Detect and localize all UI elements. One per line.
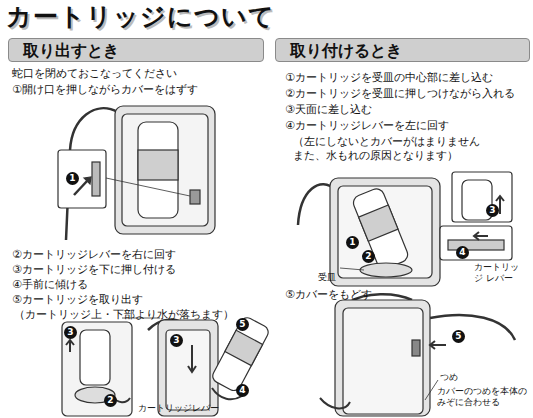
- leader-line: [425, 380, 438, 400]
- unit-panel: [338, 186, 432, 278]
- callout-number: 1: [346, 236, 359, 249]
- step-text: ①カートリッジを受皿の中心部に差し込む: [285, 71, 493, 85]
- unit-panel: [166, 330, 210, 410]
- note-text: カートリッジ レバー: [474, 262, 526, 284]
- unit-body: [330, 178, 440, 286]
- inset-frame: [62, 322, 132, 416]
- section-band: 取り付けるとき: [275, 38, 530, 62]
- cartridge-label: [138, 150, 178, 180]
- step-text: ⑤カバーをもどす: [285, 288, 372, 302]
- cartridge: [80, 330, 110, 385]
- cartridge-label: [359, 205, 398, 241]
- part-name: つめ: [440, 372, 458, 383]
- step-text: ④手前に傾ける: [12, 278, 88, 292]
- step-text: ③天面に差し込む: [285, 103, 372, 117]
- arrow: [320, 398, 350, 408]
- callout-number: 3: [170, 334, 183, 347]
- inset-frame: [452, 172, 512, 222]
- inset-frame: [58, 150, 106, 208]
- arrow: [66, 340, 74, 352]
- callout-number: 3: [486, 204, 499, 217]
- note-text: カバーのつめを本体のみぞに合わせる: [437, 386, 532, 408]
- step-text: ①開け口を押しながらカバーをはずす: [12, 83, 198, 97]
- callout-number: 2: [362, 250, 375, 263]
- callout-number: 3: [64, 326, 77, 339]
- unit-body: [335, 300, 430, 416]
- tray: [360, 263, 412, 277]
- cartridge: [138, 122, 178, 218]
- cover-latch: [190, 190, 200, 204]
- arrow-head: [84, 177, 91, 184]
- callout-number: 4: [236, 384, 249, 397]
- callout-number: 4: [456, 246, 469, 259]
- section-band: 取り出すとき: [8, 38, 264, 62]
- section-heading: 取り付けるとき: [290, 41, 402, 60]
- step-text: ④カートリッジレバーを左に回す: [285, 119, 449, 133]
- step-text: ⑤カートリッジを取り出す: [12, 293, 143, 307]
- arrow: [474, 232, 488, 240]
- hose: [430, 315, 515, 340]
- step-text: ③カートリッジを下に押し付ける: [12, 263, 176, 277]
- part-name: カートリッジレバー: [138, 403, 219, 414]
- open-button: [92, 162, 100, 196]
- cover-latch: [412, 340, 420, 356]
- step-text: ②カートリッジを受皿に押しつけながら入れる: [285, 87, 515, 101]
- callout-number: 5: [452, 330, 465, 343]
- arrow: [430, 341, 446, 349]
- leader-line: [106, 178, 190, 196]
- callout-number: 2: [104, 394, 117, 407]
- unit-panel: [122, 114, 208, 226]
- page-title: カートリッジについて: [6, 2, 275, 32]
- cartridge: [351, 187, 410, 271]
- callout-number: 5: [236, 318, 249, 331]
- part-name: 受皿: [318, 272, 336, 283]
- step-text: （カートリッジ上・下部より水が落ちます）: [14, 308, 234, 322]
- step-text: ②カートリッジレバーを右に回す: [12, 248, 176, 262]
- section-heading: 取り出すとき: [23, 41, 119, 60]
- note-text: （左にしないとカバーがはまりません また、水もれの原因となります）: [293, 135, 489, 163]
- leader-line: [340, 268, 364, 270]
- unit-cover: [343, 308, 423, 414]
- cartridge-label: [225, 330, 263, 365]
- cartridge: [210, 315, 270, 393]
- hose: [66, 108, 118, 240]
- unit-body: [115, 106, 215, 234]
- callout-number: 1: [66, 172, 79, 185]
- unit-body: [158, 320, 218, 416]
- step-text: 蛇口を閉めておこなってください: [12, 67, 177, 81]
- arrow: [188, 345, 196, 372]
- inset-frame: [440, 226, 512, 260]
